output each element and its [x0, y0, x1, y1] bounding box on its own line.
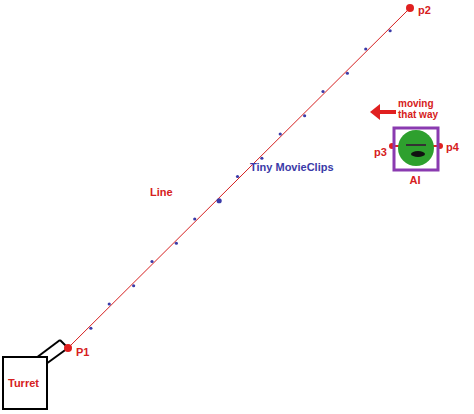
ai-box: AI	[388, 124, 442, 188]
node-label: AI	[388, 174, 442, 186]
point-marker	[406, 4, 414, 12]
movieclip-dots	[89, 29, 391, 330]
movieclip-dot	[108, 302, 111, 305]
ai-figure	[388, 124, 442, 174]
aim-line	[68, 8, 410, 348]
movieclip-dot	[279, 132, 282, 135]
movieclip-dot	[321, 90, 324, 93]
movieclip-dot	[175, 242, 178, 245]
movieclip-dot	[193, 217, 196, 220]
movieclip-dot	[89, 327, 92, 330]
movieclip-dot	[217, 198, 222, 203]
node-label: Turret	[8, 377, 46, 389]
movieclip-label: Tiny MovieClips	[250, 161, 334, 173]
point-label: p3	[374, 146, 387, 158]
point-marker	[64, 344, 72, 352]
movieclip-dot	[389, 29, 392, 32]
movieclip-dot	[303, 114, 306, 117]
point-label: p2	[418, 4, 431, 16]
line-label: Line	[150, 186, 173, 198]
movieclip-dot	[132, 284, 135, 287]
move-arrow	[370, 104, 396, 120]
direction-note: moving that way	[398, 98, 454, 120]
movieclip-dot	[260, 157, 263, 160]
movieclip-dot	[236, 175, 239, 178]
point-label: P1	[76, 346, 89, 358]
movieclip-dot	[364, 47, 367, 50]
movieclip-dot	[150, 260, 153, 263]
movieclip-dot	[346, 72, 349, 75]
point-label: p4	[446, 141, 459, 153]
turret-box: Turret	[2, 356, 48, 410]
